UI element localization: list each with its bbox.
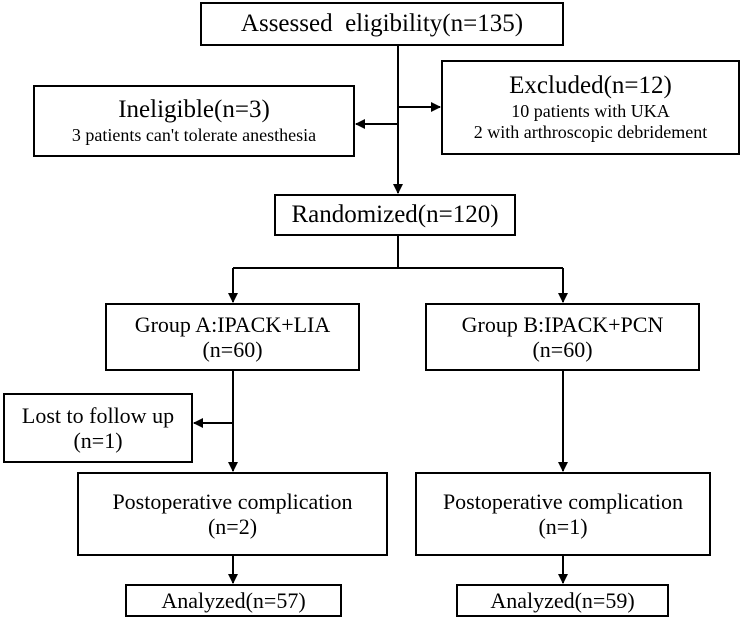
group-b-count: (n=60): [532, 337, 593, 362]
complication-b-count: (n=1): [538, 514, 588, 539]
group-b-box: Group B:IPACK+PCN (n=60): [425, 303, 700, 371]
analyzed-b-label: Analyzed(n=59): [490, 587, 635, 613]
excluded-line-1: 10 patients with UKA: [511, 101, 670, 122]
group-a-box: Group A:IPACK+LIA (n=60): [105, 303, 360, 371]
analyzed-a-box: Analyzed(n=57): [125, 584, 342, 617]
ineligible-detail: 3 patients can't tolerate anesthesia: [71, 125, 317, 146]
complication-a-title: Postoperative complication: [112, 488, 353, 514]
complication-a-box: Postoperative complication (n=2): [77, 472, 388, 556]
randomized-label: Randomized(n=120): [291, 200, 499, 228]
complication-a-count: (n=2): [207, 514, 258, 539]
lost-title: Lost to follow up: [21, 402, 175, 428]
complication-b-title: Postoperative complication: [442, 488, 684, 514]
analyzed-a-label: Analyzed(n=57): [161, 587, 306, 613]
assessed-label: Assessed eligibility(n=135): [240, 9, 524, 37]
lost-box: Lost to follow up (n=1): [3, 393, 193, 463]
assessed-box: Assessed eligibility(n=135): [200, 2, 564, 46]
group-b-title: Group B:IPACK+PCN: [461, 311, 664, 337]
group-a-title: Group A:IPACK+LIA: [134, 311, 331, 337]
ineligible-title: Ineligible(n=3): [118, 96, 270, 124]
analyzed-b-box: Analyzed(n=59): [456, 584, 669, 617]
ineligible-box: Ineligible(n=3) 3 patients can't tolerat…: [33, 85, 355, 157]
randomized-box: Randomized(n=120): [274, 194, 516, 236]
excluded-title: Excluded(n=12): [509, 72, 672, 100]
group-a-count: (n=60): [202, 337, 263, 362]
excluded-line-2: 2 with arthroscopic debridement: [473, 121, 708, 142]
complication-b-box: Postoperative complication (n=1): [415, 472, 711, 556]
lost-count: (n=1): [73, 428, 123, 453]
excluded-box: Excluded(n=12) 10 patients with UKA 2 wi…: [441, 60, 740, 155]
